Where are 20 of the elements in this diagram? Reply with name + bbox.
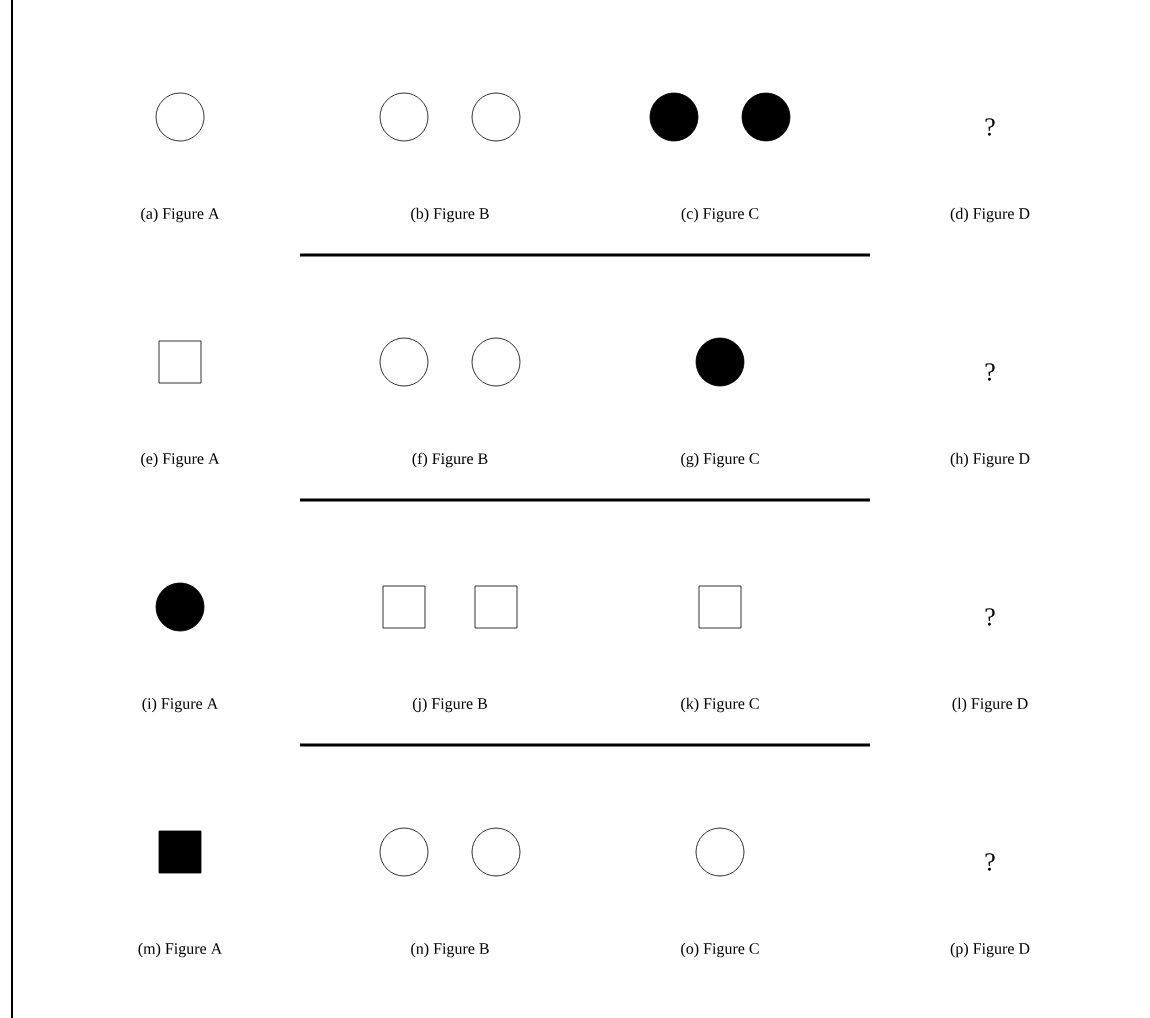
caption: (l) Figure D	[952, 697, 1028, 713]
question-mark: ?	[985, 853, 995, 871]
question-mark: ?	[985, 363, 995, 381]
caption: (k) Figure C	[681, 697, 759, 713]
caption: (g) Figure C	[681, 452, 759, 468]
caption: (i) Figure A	[142, 697, 219, 713]
caption: (c) Figure C	[681, 207, 759, 223]
caption: (n) Figure B	[411, 942, 489, 958]
caption: (d) Figure D	[950, 207, 1030, 223]
caption: (e) Figure A	[141, 452, 220, 468]
question-mark: ?	[985, 608, 995, 626]
question-mark: ?	[985, 118, 995, 136]
caption: (m) Figure A	[138, 942, 223, 958]
caption: (a) Figure A	[141, 207, 220, 223]
caption: (o) Figure C	[681, 942, 759, 958]
caption: (f) Figure B	[412, 452, 488, 468]
caption: (h) Figure D	[950, 452, 1030, 468]
caption: (b) Figure B	[411, 207, 489, 223]
caption: (p) Figure D	[950, 942, 1030, 958]
caption: (j) Figure B	[412, 697, 487, 713]
